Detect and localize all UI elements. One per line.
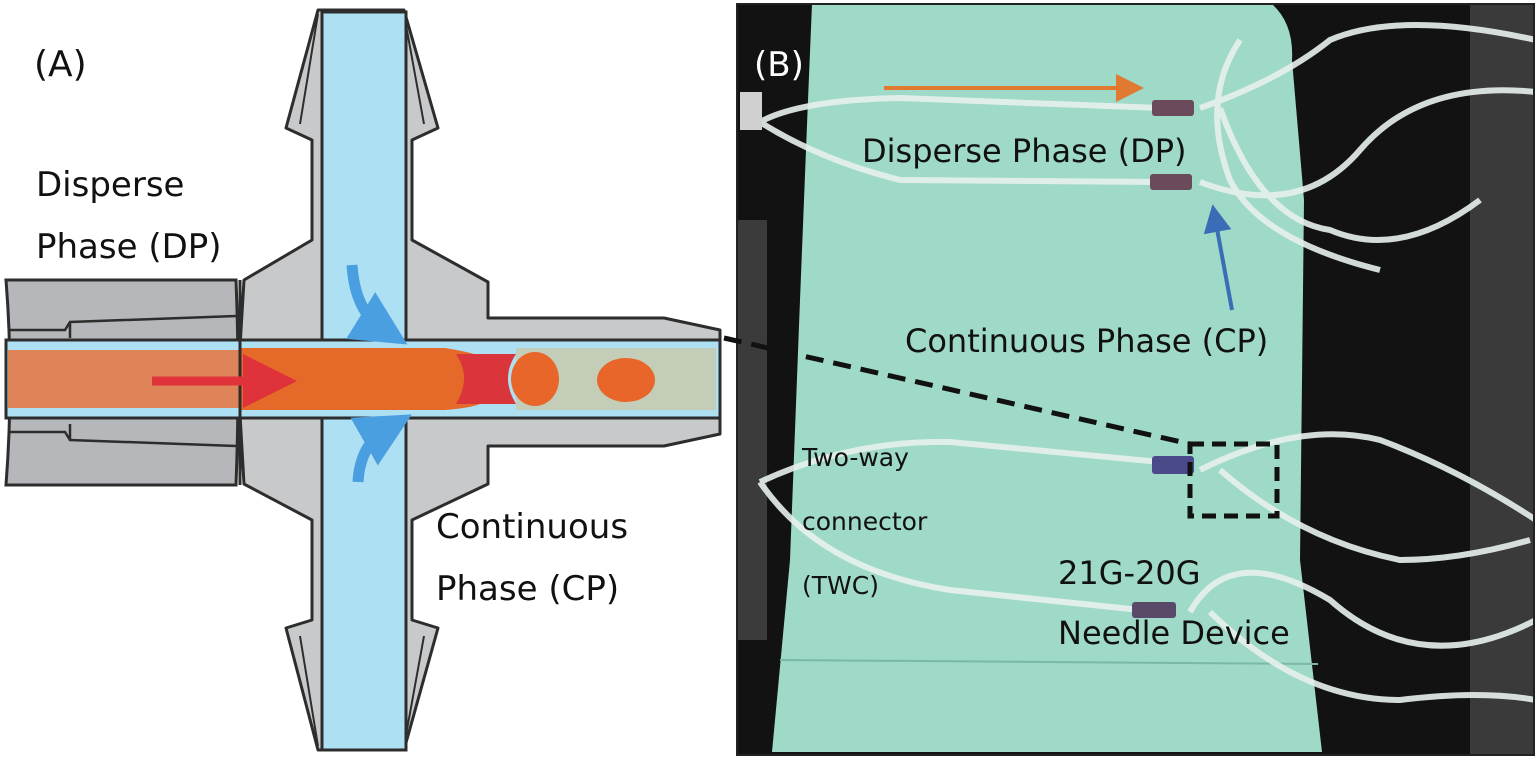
dp-label-line1: Disperse [36, 165, 184, 205]
panel-b-tag: (B) [754, 45, 804, 85]
needle-hub-bottom [1132, 602, 1176, 618]
photo-border [736, 3, 1535, 756]
dp-label-line2: Phase (DP) [36, 227, 222, 267]
cp-flow-arrow-top [346, 264, 408, 345]
syringe-left-top [740, 92, 762, 130]
green-mat [772, 4, 1322, 752]
twc-label-line1: Two-way [801, 443, 909, 472]
dp-neck [456, 354, 516, 404]
needle-hub-dp-top [1152, 100, 1194, 116]
zoom-leader-line [723, 335, 1191, 447]
photo-equipment-right [1470, 4, 1534, 755]
twc-label-line2: connector [802, 507, 928, 536]
photo-cp-arrow [1203, 204, 1234, 311]
twc-highlight-box [1187, 441, 1280, 519]
tubing [757, 22, 1534, 704]
panel-a-schematic [4, 8, 722, 752]
needle-hub-dp-bottom [1150, 174, 1192, 190]
luer-thread-upper [10, 314, 237, 338]
dp-stream [240, 348, 480, 410]
needle-label-line2: Needle Device [1058, 614, 1290, 652]
cp-label-line1: Continuous [436, 507, 628, 547]
released-droplet [597, 358, 655, 402]
photo-equipment-left [737, 220, 767, 640]
needle-label-line1: 21G-20G [1058, 554, 1201, 592]
needle-hub-twc [1152, 456, 1194, 474]
forming-droplet [511, 352, 559, 406]
panel-b-photo [737, 4, 1534, 755]
photo-dp-label: Disperse Phase (DP) [862, 132, 1187, 170]
cp-flow-arrow-bottom [350, 414, 412, 483]
luer-thread-lower [10, 424, 237, 448]
twc-label-line3: (TWC) [802, 571, 879, 600]
mat-fold-line [779, 659, 1319, 665]
cp-label-line2: Phase (CP) [436, 569, 619, 609]
photo-cp-label: Continuous Phase (CP) [905, 322, 1268, 360]
panel-a-tag: (A) [34, 44, 87, 85]
